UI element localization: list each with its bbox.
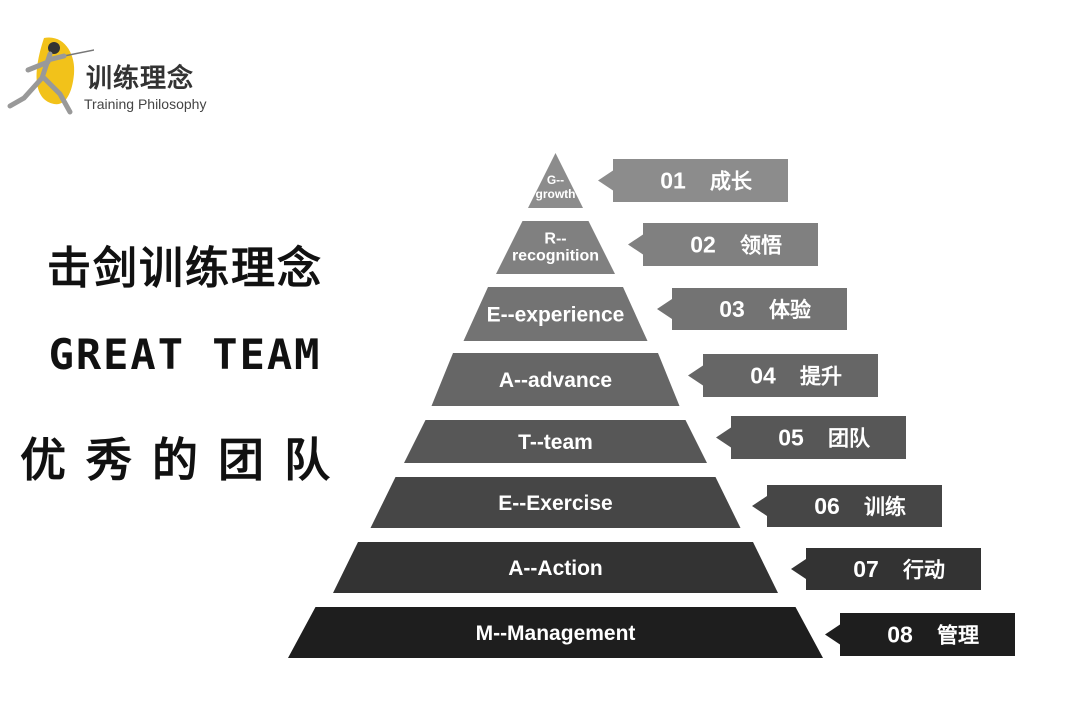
callout-label: 体验 (769, 298, 811, 322)
callout-label: 领悟 (740, 234, 782, 258)
pyramid-tier (370, 477, 741, 528)
pyramid-tier (496, 221, 615, 274)
callout-box (657, 288, 847, 330)
callout-box (716, 416, 906, 459)
callout-number: 05 (778, 425, 804, 451)
callout-box (628, 223, 818, 266)
pyramid-tier (333, 542, 778, 593)
logo (4, 34, 224, 120)
pyramid-tier (463, 287, 648, 341)
callout-box (688, 354, 878, 397)
tier-label: T--team (518, 431, 593, 454)
callout-box (752, 485, 942, 527)
pyramid-tier (431, 353, 680, 406)
tier-label: recognition (512, 248, 599, 265)
tier-label: E--Exercise (498, 492, 612, 515)
pyramid-tier (528, 153, 583, 208)
tier-label: G-- (547, 173, 564, 187)
logo-title-cn: 训练理念 (86, 64, 195, 94)
tier-label: E--experience (487, 304, 625, 327)
callout-number: 07 (853, 556, 879, 582)
tier-label: A--Action (508, 557, 602, 580)
callout-number: 06 (814, 493, 840, 519)
subtitle-english: GREAT TEAM (48, 330, 322, 379)
callout-label: 提升 (800, 365, 842, 389)
callout-number: 03 (719, 296, 745, 322)
tier-label: A--advance (499, 369, 612, 392)
logo-title-en: Training Philosophy (84, 96, 207, 112)
callout-label: 管理 (937, 624, 979, 648)
callout-number: 01 (660, 168, 686, 194)
tier-label: growth (536, 187, 576, 201)
callout-label: 行动 (902, 558, 945, 582)
tier-label: R-- (544, 231, 566, 248)
callout-label: 成长 (710, 170, 753, 194)
callout-label: 训练 (864, 495, 906, 519)
callout-box (598, 159, 788, 202)
pyramid-tier (404, 420, 707, 463)
callout-box (825, 613, 1015, 656)
subtitle-chinese: 优秀的团队 (20, 433, 350, 487)
callout-number: 04 (750, 363, 776, 389)
callout-box (791, 548, 981, 590)
callout-number: 02 (690, 232, 716, 258)
main-title: 击剑训练理念 (47, 243, 323, 294)
callout-label: 团队 (828, 427, 871, 451)
tier-label: M--Management (476, 622, 636, 645)
pyramid-tier (288, 607, 823, 658)
callout-number: 08 (887, 622, 913, 648)
